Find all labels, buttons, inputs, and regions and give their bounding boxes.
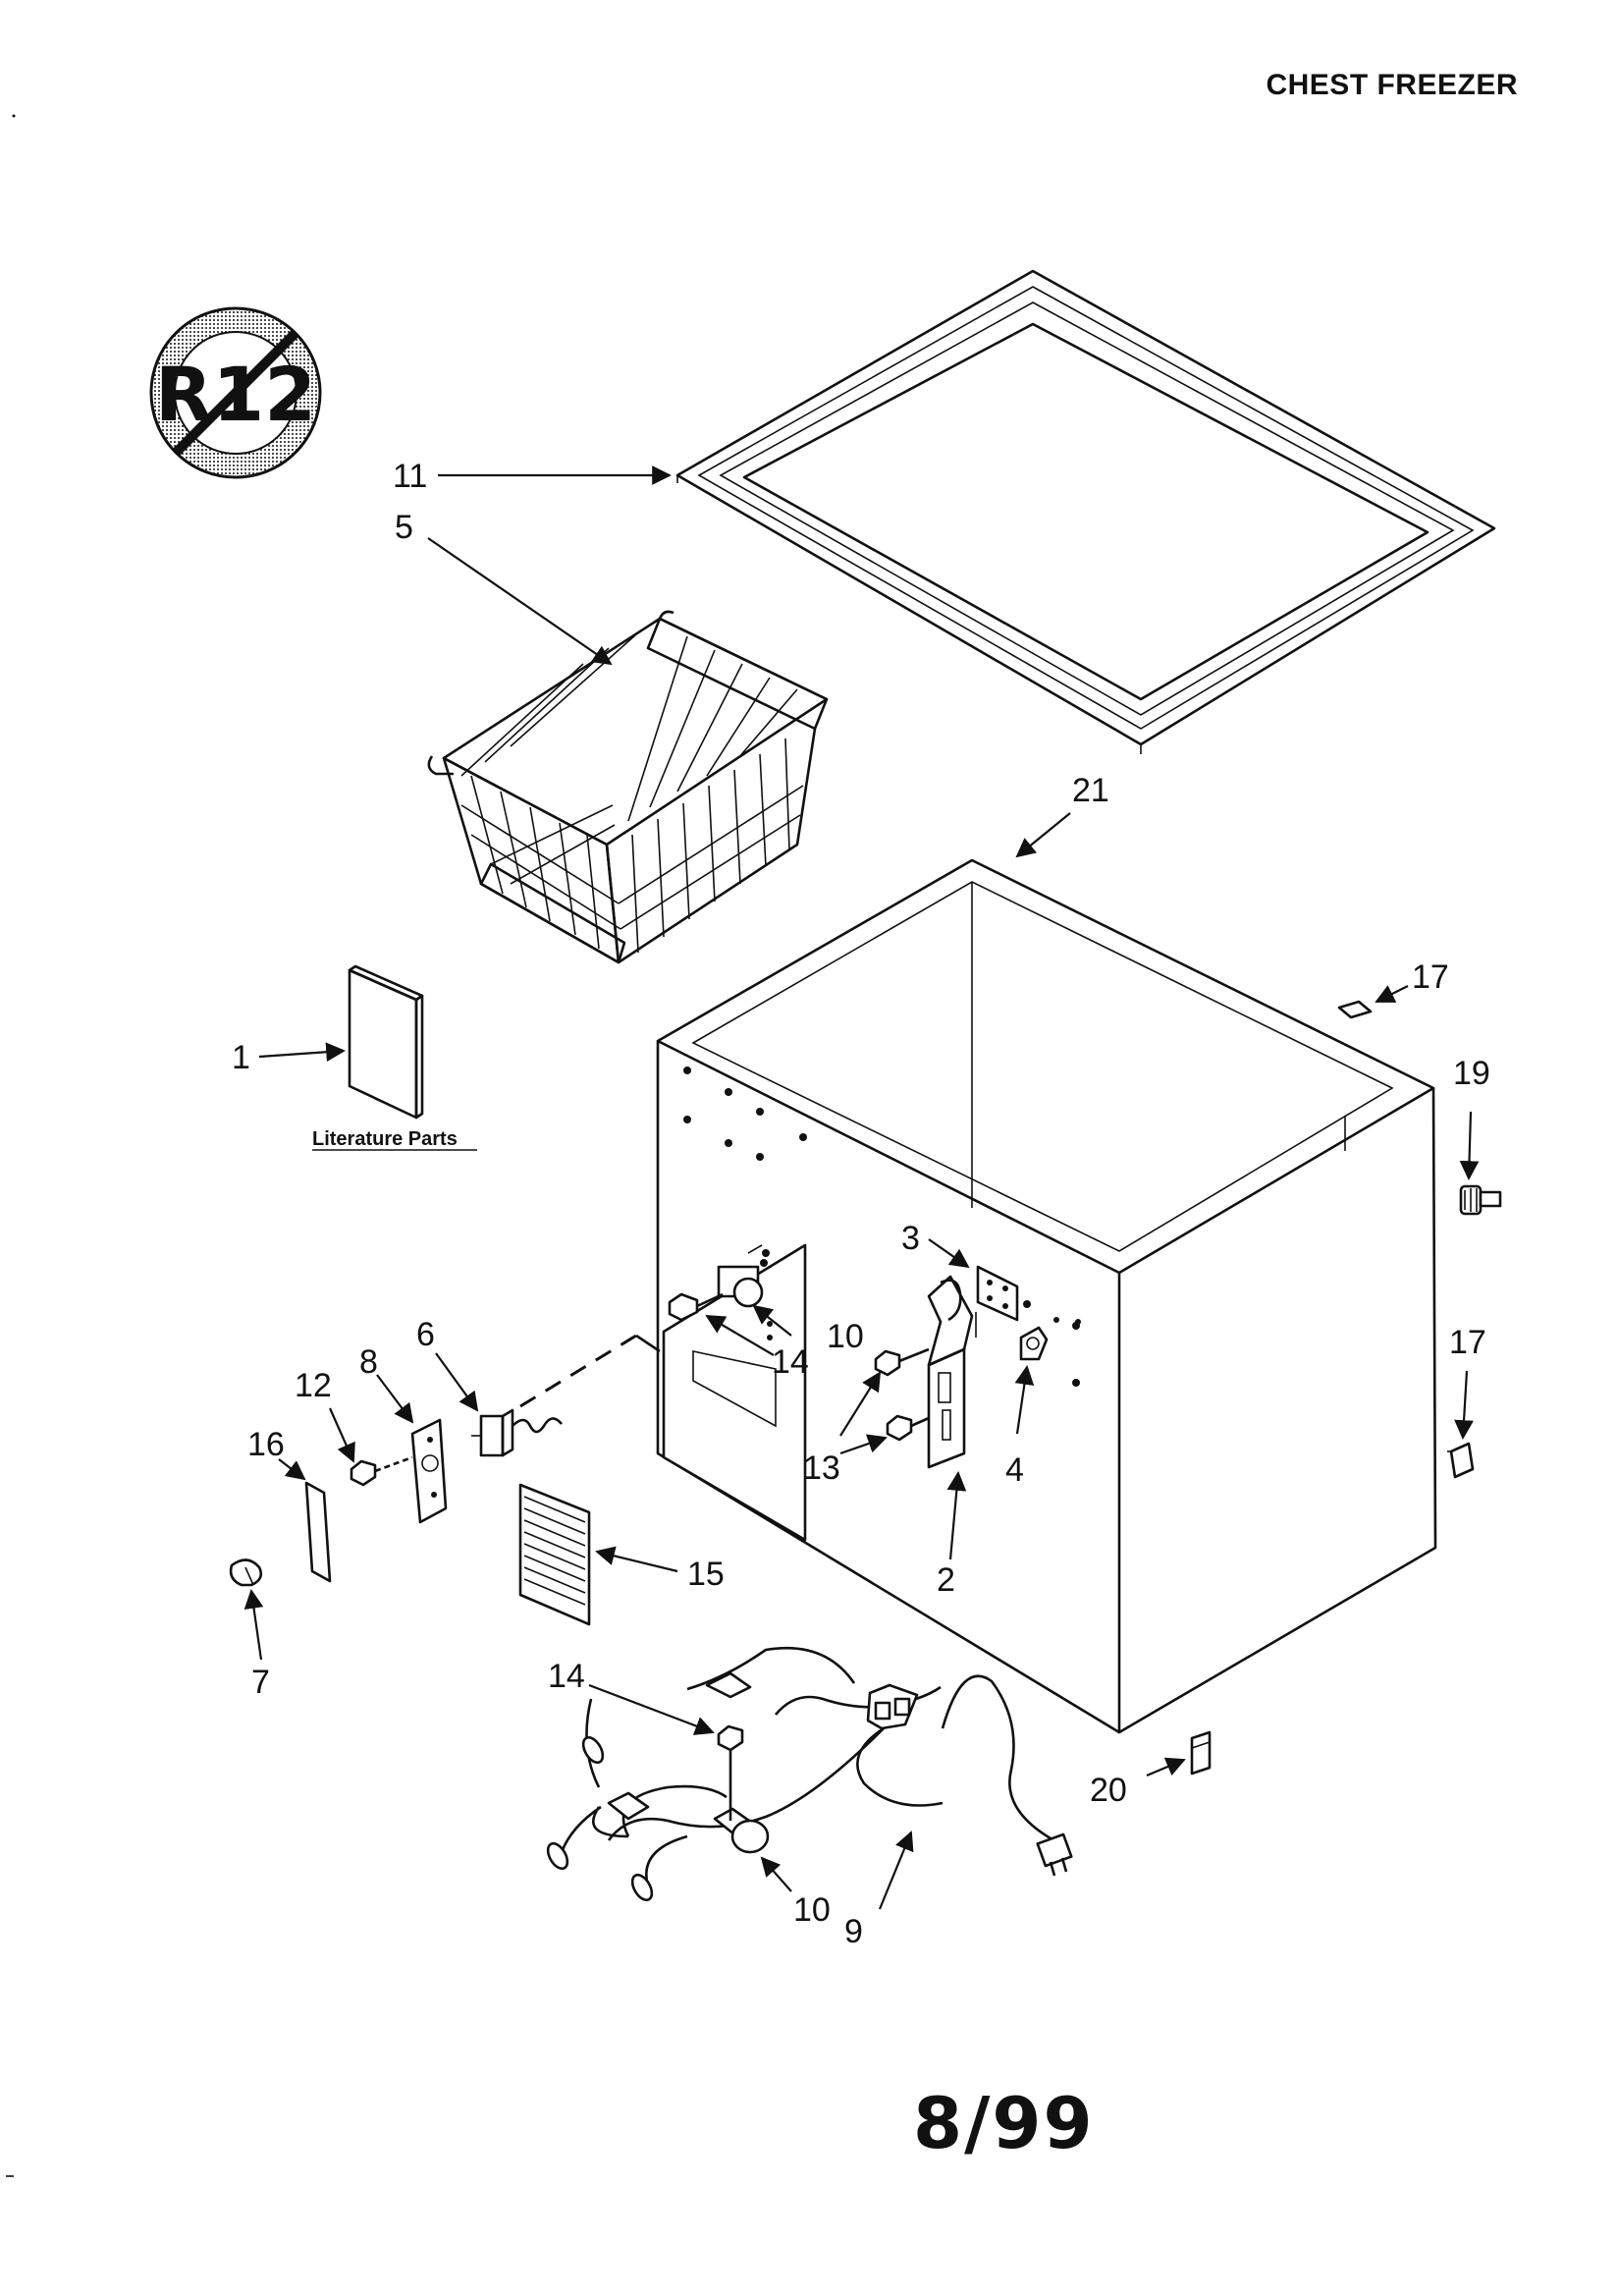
callout-20: 20 (1090, 1772, 1127, 1809)
part-14-lower-screw (717, 1724, 744, 1787)
callout-5: 5 (395, 509, 413, 546)
callout-4: 4 (1005, 1451, 1024, 1489)
callout-leaders (243, 465, 1480, 1910)
callout-13: 13 (803, 1449, 840, 1487)
callout-10-upper: 10 (827, 1318, 864, 1355)
callout-1: 1 (232, 1039, 250, 1076)
part-21-cabinet (656, 858, 1437, 1734)
part-17-top-tag (1337, 1000, 1373, 1019)
date-code: 8/99 (913, 2082, 1095, 2164)
literature-parts-label: Literature Parts (312, 1128, 458, 1150)
part-10-upper (717, 1244, 773, 1340)
callout-11: 11 (393, 458, 427, 495)
page-title: CHEST FREEZER (1266, 69, 1518, 101)
callout-14-upper: 14 (772, 1343, 809, 1381)
no-r12-icon: R12 (149, 306, 322, 479)
part-7-knob (229, 1558, 263, 1587)
part-15-grille (518, 1483, 591, 1626)
callout-2: 2 (937, 1561, 955, 1599)
part-20-clip (1190, 1730, 1212, 1776)
callout-10-lower: 10 (793, 1891, 831, 1929)
callout-16: 16 (247, 1426, 285, 1463)
part-9-wiring-harness (546, 1646, 1073, 1902)
part-12-screw (350, 1455, 413, 1487)
callout-12: 12 (295, 1367, 332, 1404)
part-6-thermostat (471, 1408, 563, 1457)
part-19-leveling-leg (1459, 1184, 1502, 1216)
part-4-clip (1019, 1326, 1049, 1361)
callout-14-lower: 14 (548, 1658, 585, 1695)
callout-21: 21 (1072, 772, 1109, 809)
callout-7: 7 (251, 1664, 270, 1701)
part-14-upper-screw (668, 1292, 724, 1322)
callout-8: 8 (359, 1343, 378, 1381)
part-2-hinge (927, 1275, 1081, 1469)
callout-3: 3 (901, 1220, 920, 1257)
callout-17-side: 17 (1449, 1324, 1486, 1361)
callout-15: 15 (687, 1556, 725, 1593)
part-3-hinge-plate (976, 1265, 1019, 1322)
part-8-control-plate (410, 1418, 448, 1524)
callout-17-top: 17 (1412, 958, 1449, 996)
callout-labels: 11 5 21 17 19 17 1 3 10 14 13 4 2 6 8 12… (232, 458, 1490, 1950)
part-1-literature (348, 964, 424, 1120)
part-17-side-tag (1447, 1442, 1475, 1479)
part-16-label (304, 1481, 332, 1583)
callout-6: 6 (416, 1316, 435, 1353)
part-11-lid-gasket (675, 269, 1496, 754)
part-10-lower (713, 1787, 770, 1854)
part-13-screws (874, 1347, 930, 1442)
callout-19: 19 (1453, 1055, 1490, 1092)
dashed-capillary-line (519, 1334, 637, 1408)
part-5-wire-basket (427, 610, 829, 964)
callout-9: 9 (844, 1913, 863, 1950)
